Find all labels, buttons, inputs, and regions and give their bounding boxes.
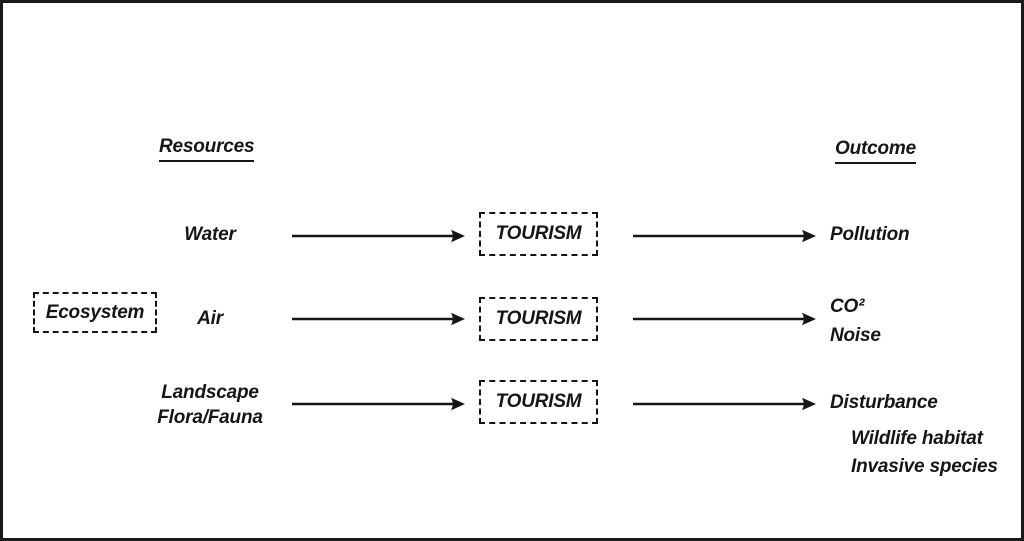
ecosystem-label: Ecosystem xyxy=(45,301,145,323)
resource-label-water: Water xyxy=(184,224,236,245)
resource-label-air: Air xyxy=(197,308,223,329)
resource-label-flora-fauna: Flora/Fauna xyxy=(157,407,263,428)
outcome-label-noise: Noise xyxy=(830,325,881,346)
arrow-landscape-to-tourism xyxy=(292,397,465,411)
resource-label-landscape: Landscape xyxy=(161,382,259,403)
outcome-label-disturbance: Disturbance xyxy=(830,392,938,413)
sub-outcome-label-invasive-species: Invasive species xyxy=(851,456,998,477)
outcome-group-co2-noise: CO² Noise xyxy=(830,292,881,350)
sub-outcome-group: Wildlife habitat Invasive species xyxy=(851,425,998,481)
arrow-tourism-to-pollution xyxy=(633,229,816,243)
arrow-tourism-to-disturbance xyxy=(633,397,816,411)
outcome-label-pollution: Pollution xyxy=(830,224,910,245)
tourism-box-1: TOURISM xyxy=(479,212,598,256)
tourism-box-2: TOURISM xyxy=(479,297,598,341)
ecosystem-box: Ecosystem xyxy=(33,292,157,333)
resources-header: Resources xyxy=(159,136,255,162)
tourism-box-3: TOURISM xyxy=(479,380,598,424)
arrow-tourism-to-co2-noise xyxy=(633,312,816,326)
tourism-label-2: TOURISM xyxy=(495,308,582,329)
tourism-label-3: TOURISM xyxy=(495,391,582,412)
arrow-air-to-tourism xyxy=(292,312,465,326)
tourism-label-1: TOURISM xyxy=(495,223,582,244)
outcome-label-co2: CO² xyxy=(830,296,865,317)
sub-outcome-label-wildlife-habitat: Wildlife habitat xyxy=(851,428,983,449)
outcome-header: Outcome xyxy=(835,138,916,164)
resource-group-landscape: Landscape Flora/Fauna xyxy=(135,380,285,430)
arrow-water-to-tourism xyxy=(292,229,465,243)
